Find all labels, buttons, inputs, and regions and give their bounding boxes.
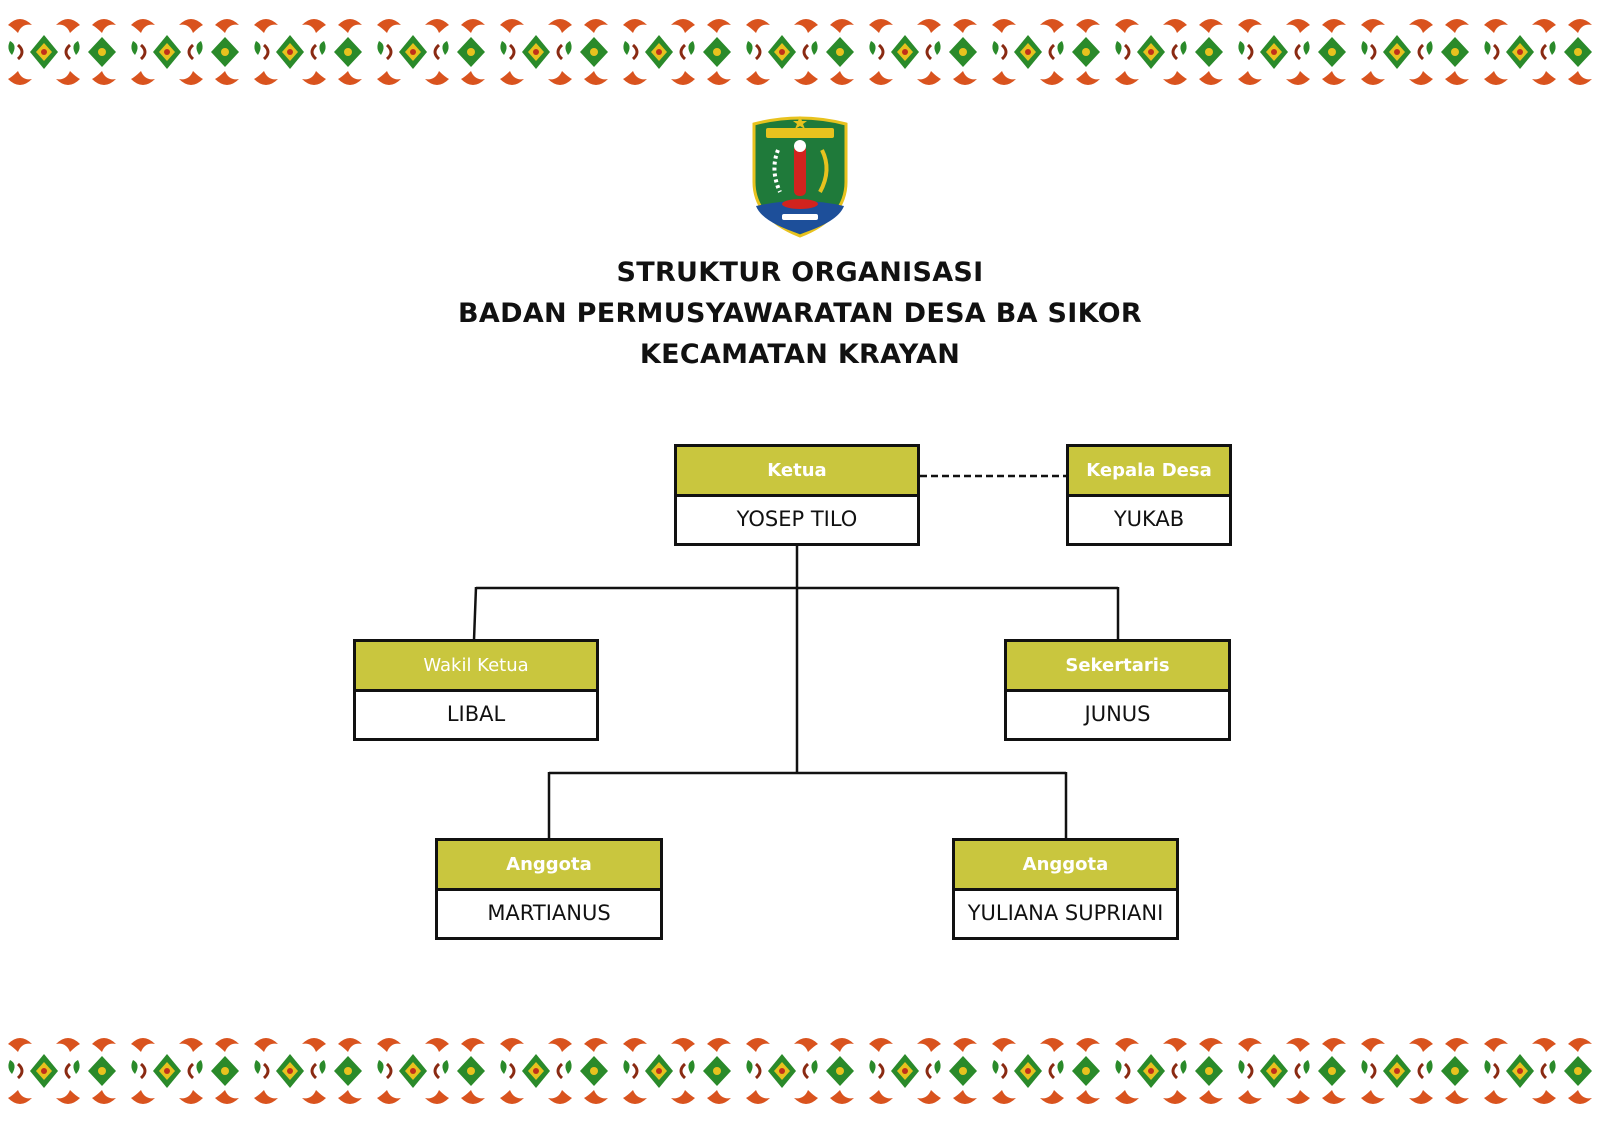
node-ketua: Ketua YOSEP TILO	[674, 444, 920, 546]
node-person-name: LIBAL	[446, 702, 506, 726]
node-role-label: Sekertaris	[1007, 642, 1228, 692]
ornament-pattern-icon	[0, 1034, 1600, 1108]
node-person-name: YOSEP TILO	[736, 507, 858, 531]
chart-title-line-2: BADAN PERMUSYAWARATAN DESA BA SIKOR	[458, 298, 1142, 329]
chart-title-line-1: STRUKTUR ORGANISASI	[616, 257, 984, 288]
node-person-name: YULIANA SUPRIANI	[967, 901, 1164, 925]
chart-title-line-3: KECAMATAN KRAYAN	[639, 339, 961, 370]
top-ornament-border	[0, 15, 1600, 89]
node-kepala-desa: Kepala Desa YUKAB	[1066, 444, 1232, 546]
node-role-label: Ketua	[677, 447, 917, 497]
wakil-ketua-drop-line	[472, 586, 478, 641]
node-role-label: Anggota	[955, 841, 1176, 891]
node-person-name: YUKAB	[1113, 507, 1185, 531]
node-person-name: JUNUS	[1084, 702, 1151, 726]
node-wakil-ketua: Wakil Ketua LIBAL	[353, 639, 599, 741]
node-person-name: MARTIANUS	[487, 901, 611, 925]
node-sekertaris: Sekertaris JUNUS	[1004, 639, 1231, 741]
node-anggota-1: Anggota MARTIANUS	[435, 838, 663, 940]
node-role-label: Kepala Desa	[1069, 447, 1229, 497]
node-anggota-2: Anggota YULIANA SUPRIANI	[952, 838, 1179, 940]
node-role-label: Wakil Ketua	[356, 642, 596, 692]
coat-of-arms-icon	[752, 116, 848, 238]
node-role-label: Anggota	[438, 841, 660, 891]
regency-emblem	[748, 110, 852, 240]
ornament-pattern-icon	[0, 15, 1600, 89]
bottom-ornament-border	[0, 1034, 1600, 1108]
